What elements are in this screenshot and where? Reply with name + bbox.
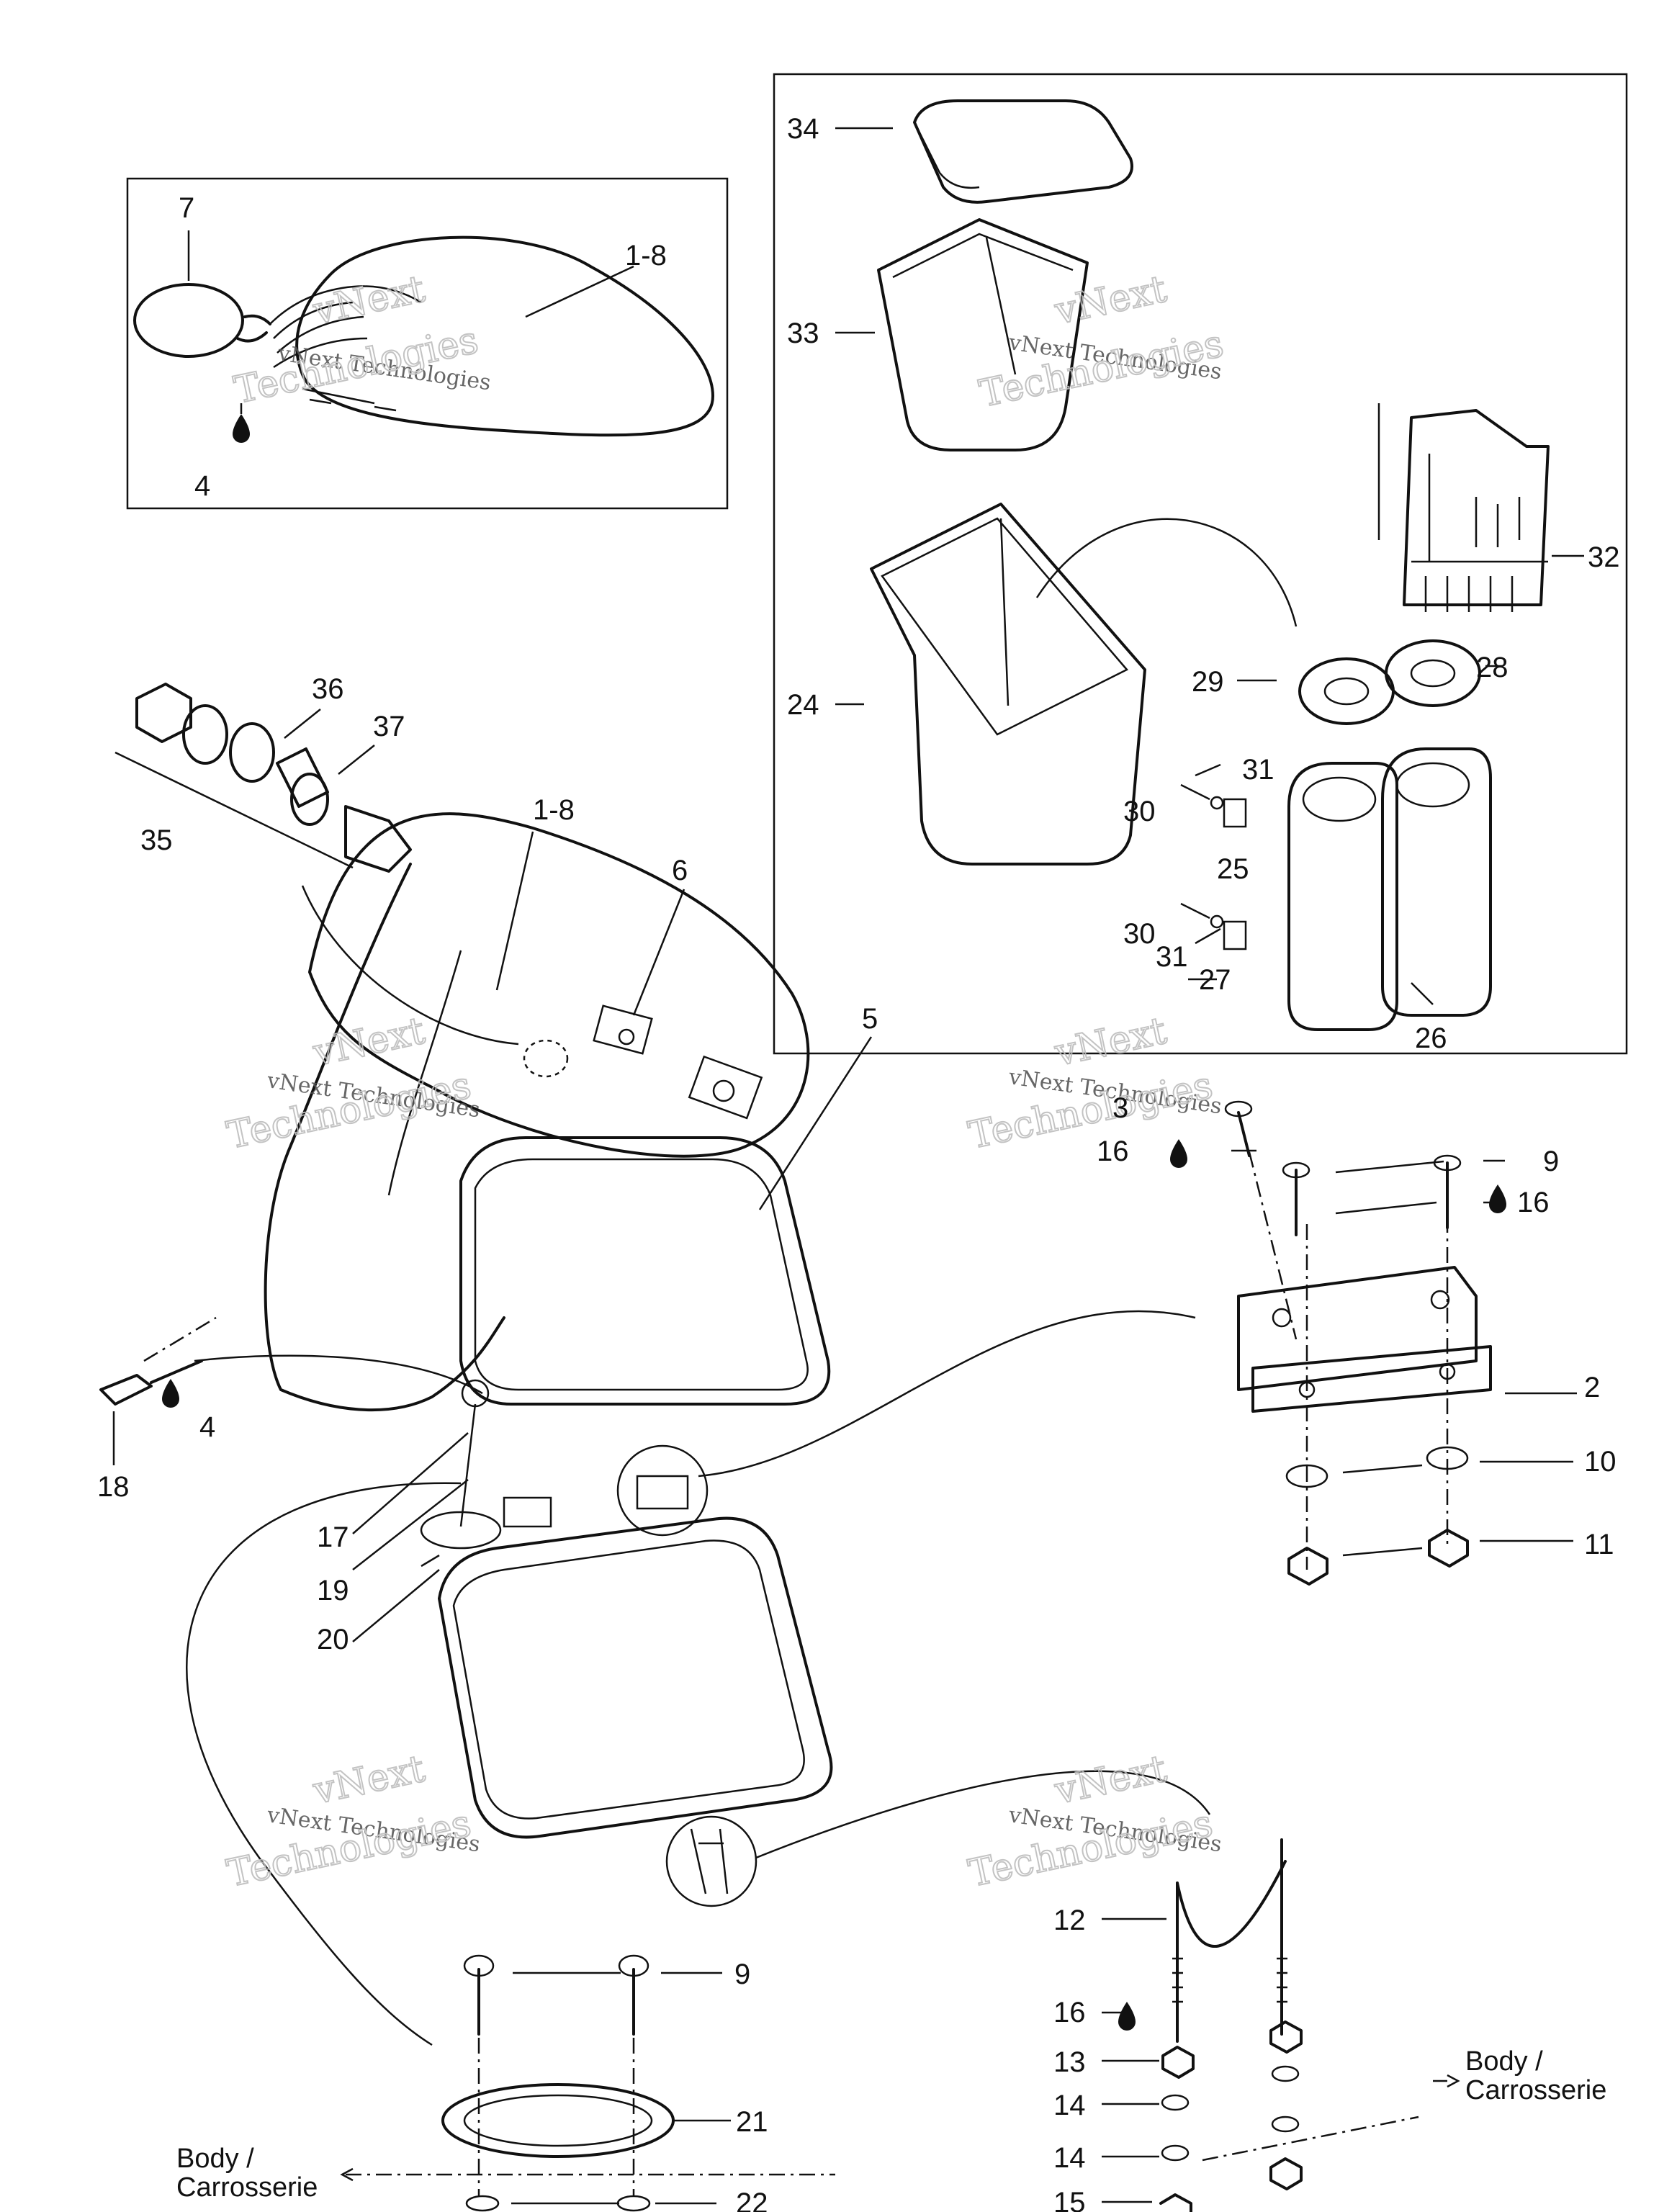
- callout-6: 6: [672, 855, 688, 886]
- part-17-19-20-cable: [420, 1379, 502, 1568]
- part-6-latch-plates: [593, 1004, 763, 1120]
- flow-curve-screw-18: [194, 1354, 483, 1395]
- callout-14a: 14: [1053, 2090, 1086, 2121]
- part-18-screw: [99, 1359, 203, 1406]
- part-10-11-washers-nuts: [1248, 1151, 1469, 1586]
- part-13-15-nuts-washers: [1159, 2020, 1303, 2212]
- callout-11: 11: [1584, 1529, 1614, 1560]
- callout-4-top: 4: [194, 470, 210, 502]
- part-28-part-29-caps: [1298, 639, 1481, 725]
- callout-30a: 30: [1123, 796, 1156, 827]
- callout-35: 35: [140, 824, 173, 856]
- part-5-gasket-lower: [438, 1516, 833, 1839]
- part-1-8-storage-cover: [264, 812, 810, 1412]
- part-26-holder: [1287, 747, 1492, 1031]
- flow-curve-ring: [186, 1482, 462, 2046]
- callout-1-8-mid: 1-8: [533, 794, 575, 826]
- callout-9b: 9: [734, 1959, 750, 1990]
- part-9-screws-lower: [463, 1954, 649, 2196]
- detail-circle-hinge: [616, 1444, 709, 1537]
- leader-lines: [112, 127, 1584, 2205]
- callout-labels: 7 1-8 4 34 33 32 24 29 28 30 31 25 30 31…: [97, 113, 1620, 2212]
- detail-circle-clip: [665, 1815, 757, 1907]
- arrow-body-right: [1433, 2074, 1460, 2088]
- hidden-part-outline: [523, 1039, 569, 1078]
- inset-box-top-left: [126, 177, 729, 510]
- callout-30b: 30: [1123, 918, 1156, 950]
- callout-29: 29: [1192, 666, 1224, 698]
- callout-16c: 16: [1053, 1997, 1086, 2028]
- part-21-ring: [441, 2083, 675, 2158]
- watermark-line1: vNext: [1051, 1010, 1170, 1075]
- watermark-line1: vNext: [1051, 268, 1170, 333]
- callout-19: 19: [317, 1575, 349, 1606]
- part-5-gasket-upper: [459, 1136, 831, 1406]
- part-1-8-storage-cover-inset: [269, 235, 714, 437]
- callout-37: 37: [373, 711, 405, 742]
- part-9-screws: [1224, 1100, 1462, 1236]
- part-24-outer-bin: [870, 503, 1146, 866]
- callout-31b: 31: [1156, 941, 1188, 973]
- callout-10: 10: [1584, 1446, 1617, 1478]
- callout-13: 13: [1053, 2046, 1086, 2078]
- part-2-hinge: [1237, 1266, 1492, 1413]
- flow-curve-clip: [755, 1770, 1211, 1859]
- callout-26: 26: [1415, 1022, 1447, 1054]
- part-34-lid: [913, 99, 1133, 204]
- part-33-inner-bin: [877, 218, 1089, 451]
- callout-4-mid: 4: [199, 1411, 215, 1443]
- callout-9a: 9: [1543, 1146, 1559, 1177]
- body-label-right-line1: Body /: [1465, 2046, 1543, 2077]
- watermark-line1: vNext: [1051, 1748, 1170, 1813]
- callout-1-8-top: 1-8: [625, 240, 667, 271]
- part-7-bulb: [133, 283, 271, 358]
- callout-34: 34: [787, 113, 819, 145]
- callout-16b: 16: [1517, 1187, 1550, 1218]
- callout-14b: 14: [1053, 2142, 1086, 2174]
- arrow-body-left: [340, 2167, 354, 2182]
- watermark-line3: Technologies: [223, 1064, 475, 1157]
- watermark-line1: vNext: [309, 1010, 428, 1075]
- callout-15: 15: [1053, 2187, 1086, 2212]
- callout-22: 22: [736, 2188, 768, 2212]
- flow-curve-cover: [301, 885, 519, 1046]
- part-25-30-31-fasteners: [1180, 783, 1247, 950]
- watermark-line1: vNext: [309, 1748, 428, 1813]
- callout-16a: 16: [1097, 1136, 1129, 1167]
- callout-7: 7: [179, 192, 194, 224]
- part-hinges: [503, 1475, 689, 1528]
- flow-curve-hinge: [698, 1310, 1196, 1478]
- callout-25: 25: [1217, 853, 1249, 885]
- callout-18: 18: [97, 1471, 130, 1503]
- callout-21: 21: [736, 2106, 768, 2138]
- callout-24: 24: [787, 689, 819, 721]
- callout-20: 20: [317, 1624, 349, 1655]
- part-32-tool-pouch: [1377, 403, 1550, 612]
- callout-32: 32: [1588, 541, 1620, 573]
- callout-3: 3: [1112, 1092, 1128, 1124]
- body-label-right-line2: Carrosserie: [1465, 2075, 1606, 2105]
- callout-12: 12: [1053, 1905, 1086, 1936]
- callout-31a: 31: [1242, 754, 1274, 786]
- callout-28: 28: [1476, 652, 1509, 683]
- callout-33: 33: [787, 318, 819, 349]
- callout-36: 36: [312, 673, 344, 705]
- body-label-left-line2: Carrosserie: [176, 2172, 318, 2203]
- part-12-u-bolt: [1172, 1838, 1287, 2043]
- part-35-fitting-set: [114, 683, 412, 873]
- adhesive-drop-icon: [162, 414, 1506, 2031]
- inset-box-top-right: [773, 73, 1628, 1055]
- watermark-line3: Technologies: [230, 318, 482, 412]
- body-label-left-line1: Body /: [176, 2144, 254, 2174]
- body-label-left: Body / Carrosserie: [176, 2144, 318, 2203]
- leader-curve-pouch-to-bin: [1035, 518, 1298, 627]
- callout-2: 2: [1584, 1372, 1600, 1403]
- callout-17: 17: [317, 1521, 349, 1553]
- callout-5: 5: [862, 1003, 878, 1035]
- body-label-right: Body / Carrosserie: [1465, 2046, 1606, 2105]
- callout-27: 27: [1199, 964, 1231, 996]
